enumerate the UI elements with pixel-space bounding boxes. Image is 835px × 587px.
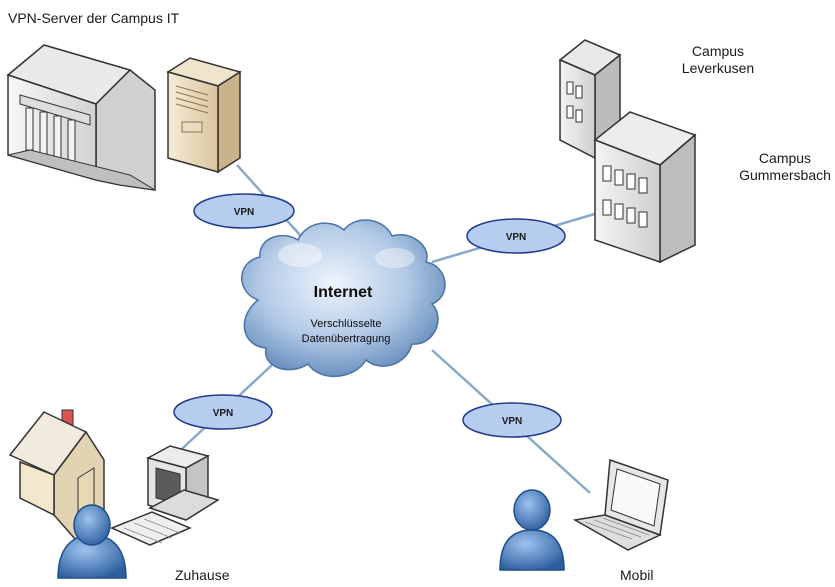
- cloud-title: Internet: [314, 284, 373, 301]
- campus-gummersbach-line2: Gummersbach: [739, 167, 831, 183]
- vpn-tunnel-campus: VPN: [466, 218, 566, 254]
- cloud-subtitle-line2: Datenübertragung: [302, 333, 391, 345]
- vpn-label-campus: VPN: [506, 232, 527, 243]
- home-user-person-icon: [57, 504, 127, 579]
- server-title-label: VPN-Server der Campus IT: [8, 10, 180, 26]
- vpn-tunnel-server: VPN: [193, 193, 295, 229]
- laptop-icon: [572, 458, 669, 551]
- campus-leverkusen-label: Campus Leverkusen: [678, 43, 758, 77]
- vpn-label-server: VPN: [234, 207, 255, 218]
- campus-leverkusen-line1: Campus: [691, 43, 745, 59]
- server-tower-icon: [166, 57, 242, 174]
- vpn-label-mobile: VPN: [502, 416, 523, 427]
- vpn-tunnel-home: VPN: [173, 394, 273, 430]
- server-building-icon: [6, 44, 156, 191]
- vpn-tunnel-mobile: VPN: [462, 402, 562, 438]
- mobile-user-person-icon: [499, 489, 565, 571]
- internet-cloud: Internet Verschlüsselte Datenübertragung: [241, 219, 446, 378]
- vpn-label-home: VPN: [213, 408, 234, 419]
- home-label: Zuhause: [175, 567, 230, 583]
- desktop-computer-icon: [110, 445, 220, 546]
- campus-gummersbach-building-icon: [593, 111, 697, 264]
- mobile-label: Mobil: [620, 567, 654, 583]
- cloud-subtitle-line1: Verschlüsselte: [311, 318, 382, 330]
- campus-leverkusen-line2: Leverkusen: [681, 60, 755, 76]
- campus-gummersbach-label: Campus Gummersbach: [735, 150, 835, 184]
- campus-gummersbach-line1: Campus: [758, 150, 812, 166]
